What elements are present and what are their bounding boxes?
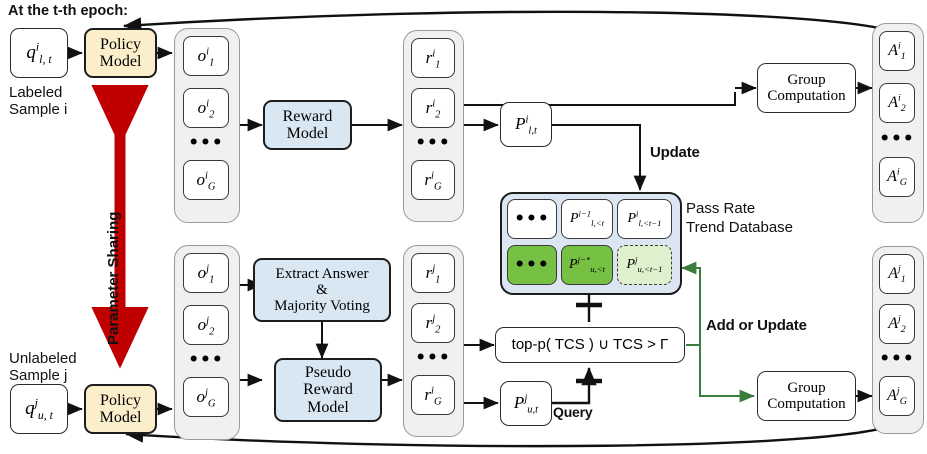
pseudo-reward-model-label: Pseudo Reward Model	[303, 364, 353, 416]
page-title: At the t-th epoch:	[8, 3, 129, 19]
reward-cell: riG	[411, 160, 455, 200]
extract-answer-label: Extract Answer & Majority Voting	[274, 265, 370, 315]
output-cell: oi2	[183, 88, 229, 128]
advantage-ellipsis: •••	[879, 348, 915, 369]
db-cell-ellipsis-labeled: •••	[507, 199, 557, 239]
advantage-cell: AiG	[879, 157, 915, 197]
add-or-update-label: Add or Update	[706, 317, 807, 334]
pass-rate-unlabeled-box: Pju,t	[500, 381, 552, 426]
db-cell-unlabeled: Pj−*u,<t	[561, 245, 613, 285]
output-cell: oj1	[183, 253, 229, 293]
db-cell-unlabeled-new: Pju,<t−1	[617, 245, 672, 285]
unlabeled-sample-label: Unlabeled Sample j	[9, 350, 77, 385]
pass-rate-labeled-box: Pil,t	[500, 102, 552, 147]
output-ellipsis: •••	[188, 349, 224, 370]
advantage-cell: AjG	[879, 376, 915, 416]
reward-model-box[interactable]: Reward Model	[263, 100, 352, 150]
query-label: Query	[553, 404, 593, 420]
pass-rate-trend-database-label: Pass Rate Trend Database	[686, 200, 794, 236]
group-computation-bottom-label: Group Computation	[767, 379, 846, 412]
advantage-cell: Aj2	[879, 304, 915, 344]
reward-cell: ri2	[411, 88, 455, 128]
output-cell: oi1	[183, 36, 229, 76]
output-ellipsis: •••	[188, 132, 224, 153]
output-cell: ojG	[183, 377, 229, 417]
parameter-sharing-label: Parameter Sharing	[105, 211, 122, 345]
top-p-selection-box: top-p( TCS ) ∪ TCS > Γ	[495, 327, 685, 363]
policy-model-bottom[interactable]: Policy Model	[84, 384, 157, 434]
policy-model-top-label: Policy Model	[99, 35, 142, 70]
reward-model-label: Reward Model	[282, 107, 333, 142]
advantage-cell: Aj1	[879, 254, 915, 294]
query-unlabeled-box: qju, t	[10, 384, 68, 434]
query-labeled-text: qil, t	[26, 40, 52, 66]
reward-cell: rj2	[411, 303, 455, 343]
advantage-ellipsis: •••	[879, 128, 915, 149]
advantage-cell: Ai2	[879, 83, 915, 123]
reward-ellipsis: •••	[415, 132, 451, 153]
db-cell-labeled: Pil,<t−1	[617, 199, 672, 239]
reward-cell: ri1	[411, 38, 455, 78]
extract-answer-majority-voting-box[interactable]: Extract Answer & Majority Voting	[253, 258, 391, 322]
query-labeled-box: qil, t	[10, 28, 68, 78]
output-cell: oiG	[183, 160, 229, 200]
labeled-sample-label: Labeled Sample i	[9, 84, 68, 119]
group-computation-bottom: Group Computation	[757, 371, 856, 421]
policy-model-top[interactable]: Policy Model	[84, 28, 157, 78]
pseudo-reward-model-box[interactable]: Pseudo Reward Model	[274, 358, 382, 422]
reward-cell: riG	[411, 375, 455, 415]
output-cell: oj2	[183, 305, 229, 345]
top-p-selection-text: top-p( TCS ) ∪ TCS > Γ	[511, 335, 669, 353]
query-unlabeled-text: qju, t	[25, 396, 53, 422]
group-computation-top: Group Computation	[757, 63, 856, 113]
group-computation-top-label: Group Computation	[767, 71, 846, 104]
db-cell-ellipsis-unlabeled: •••	[507, 245, 557, 285]
policy-model-bottom-label: Policy Model	[99, 391, 142, 426]
db-cell-labeled: Pi−1l,<t	[561, 199, 613, 239]
advantage-cell: Ai1	[879, 31, 915, 71]
reward-cell: rj1	[411, 253, 455, 293]
reward-ellipsis: •••	[415, 347, 451, 368]
update-label: Update	[650, 144, 700, 161]
